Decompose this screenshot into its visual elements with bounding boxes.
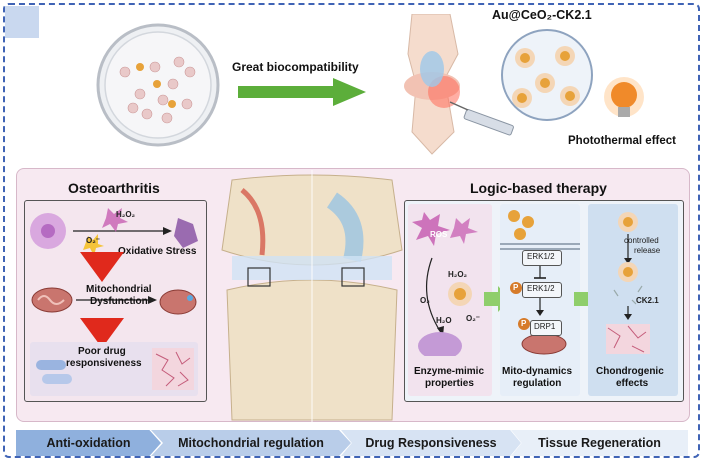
- photothermal-label: Photothermal effect: [568, 135, 676, 147]
- figure-frame: [3, 3, 700, 458]
- poor-drug-line2: responsiveness: [66, 358, 142, 369]
- mito-dynamics-line2: regulation: [513, 378, 562, 389]
- ck21-label: CK2.1: [636, 296, 659, 305]
- oa-o2: O₂⁻: [86, 236, 100, 245]
- erk-label-1: ERK1/2: [527, 252, 555, 261]
- petri-dish: [96, 23, 220, 147]
- chondro-line1: Chondrogenic: [596, 366, 664, 377]
- red-arrow-down-2: [80, 318, 124, 348]
- therapy-h2o: H₂O: [436, 316, 452, 325]
- drp1-label: DRP1: [534, 322, 556, 331]
- drug-capsule-icon: [36, 360, 72, 384]
- enzyme-line1: Enzyme-mimic: [414, 366, 485, 377]
- poor-drug-line1: Poor drug: [78, 346, 126, 357]
- mitochondria-illustration: [31, 287, 197, 315]
- p-badge-2: [518, 318, 530, 330]
- p-label-2: P: [521, 319, 527, 328]
- product-label: Au@CeO₂-CK2.1: [492, 8, 592, 22]
- p-label-1: P: [513, 283, 519, 292]
- bar-label: Tissue Regeneration: [538, 436, 661, 450]
- ros-label: ROS: [430, 230, 448, 239]
- erk-label-2: ERK1/2: [527, 284, 555, 293]
- knee-anatomy-illustration: [221, 170, 403, 422]
- drp1-box: [530, 320, 562, 336]
- bar-label: Anti-oxidation: [46, 436, 131, 450]
- nanoparticle-zoom-circle: [501, 29, 593, 121]
- oa-title: Osteoarthritis: [68, 180, 160, 196]
- enzyme-mimic-illustration: [412, 212, 478, 356]
- bar-label: Drug Responsiveness: [365, 436, 497, 450]
- p-badge-1: [510, 282, 522, 294]
- erk-box-1: [522, 250, 562, 266]
- oxidative-stress-illustration: [30, 208, 198, 256]
- mito-dysfunction-line1: Mitochondrial: [86, 284, 152, 295]
- controlled-line1: controlled: [624, 236, 659, 245]
- corner-marker: [5, 6, 39, 38]
- controlled-line2: release: [634, 246, 661, 255]
- erk-box-2: [522, 282, 562, 298]
- therapy-title: Logic-based therapy: [470, 180, 607, 196]
- green-arrow-right: [238, 78, 366, 106]
- red-arrow-down-1: [80, 252, 124, 282]
- compat-label: Great biocompatibility: [232, 60, 359, 74]
- light-bulb-icon: [604, 77, 644, 117]
- mito-dysfunction-line2: Dysfunction: [90, 296, 148, 307]
- oxidative-stress-label: Oxidative Stress: [118, 246, 197, 257]
- bar-segment-anti-oxidation: Anti-oxidation: [16, 430, 161, 456]
- enzyme-line2: properties: [425, 378, 474, 389]
- mito-dynamics-line1: Mito-dynamics: [502, 366, 573, 377]
- chondro-line2: effects: [616, 378, 649, 389]
- knee-injection-illustration: [404, 14, 514, 155]
- tissue-icon: [152, 348, 194, 390]
- bar-segment-tissue-regeneration: Tissue Regeneration: [511, 430, 688, 456]
- controlled-release-illustration: [606, 212, 650, 354]
- oa-h2o2: H₂O₂: [116, 210, 136, 219]
- therapy-o2-left: O₂: [420, 296, 430, 305]
- bar-label: Mitochondrial regulation: [178, 436, 324, 450]
- therapy-o2-right: O₂⁻: [466, 314, 480, 323]
- erk-pathway-illustration: [500, 210, 580, 355]
- bar-segment-drug-responsiveness: Drug Responsiveness: [341, 430, 521, 456]
- therapy-h2o2: H₂O₂: [448, 270, 468, 279]
- bottom-bar: Anti-oxidation Mitochondrial regulation …: [16, 430, 688, 456]
- bar-segment-mitochondrial-regulation: Mitochondrial regulation: [151, 430, 351, 456]
- chondrogenic-column: [588, 204, 678, 396]
